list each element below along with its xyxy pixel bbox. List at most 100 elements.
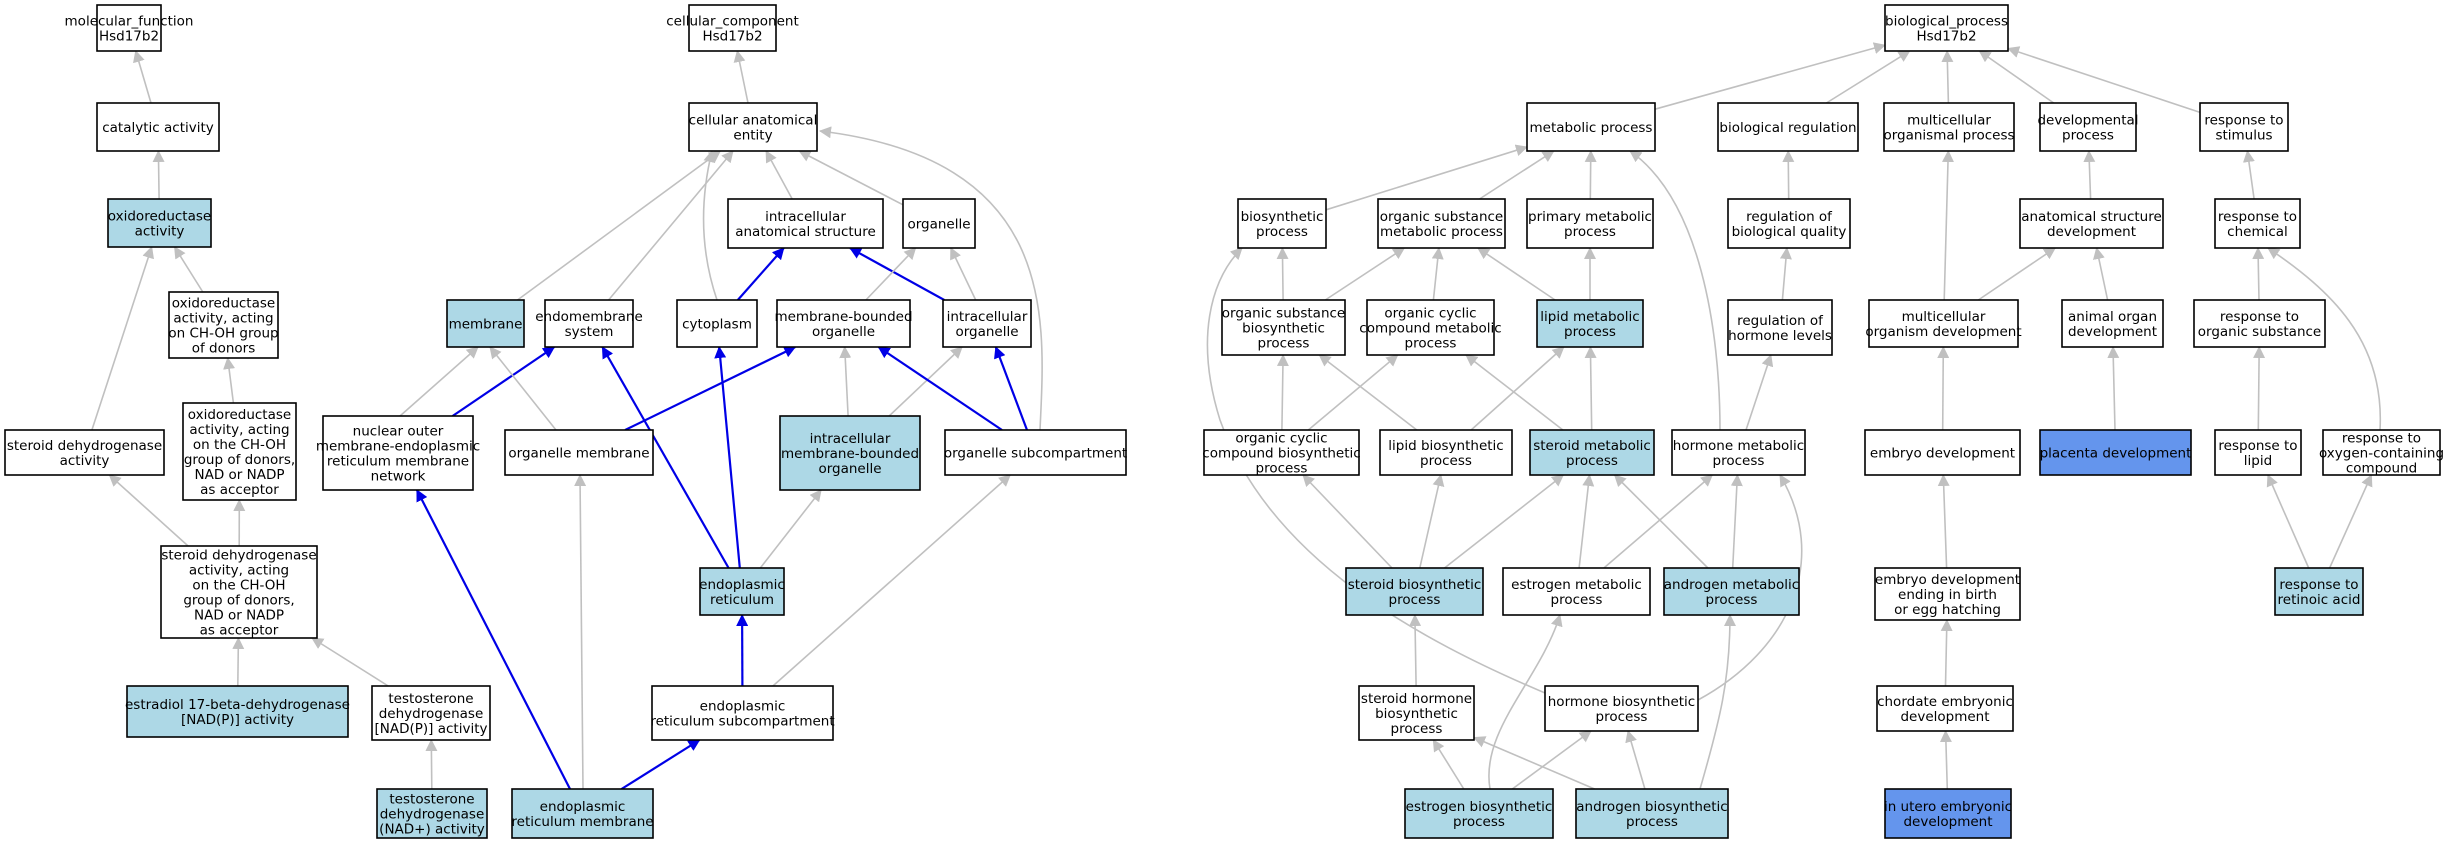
node-box [1366, 299, 1495, 356]
node-box [1203, 429, 1360, 476]
node-label-line: organic substance [1222, 306, 1345, 322]
edge-resp_retinoic-to-resp_oxy [2328, 474, 2373, 569]
node-cytoplasm[interactable]: cytoplasm [676, 299, 758, 348]
edge-steroid_met-to-occm [1465, 354, 1564, 431]
node-label-line: stimulus [2215, 128, 2272, 144]
node-box [1717, 102, 1859, 152]
node-label-line: testosterone [389, 792, 474, 808]
node-box [676, 299, 758, 348]
edge-testo_nadp-to-steroid_dh_nad [311, 637, 389, 687]
edge-estrogen_met-to-steroid_met [1578, 474, 1595, 569]
edge-bio_reg-to-bp_root [1825, 50, 1911, 104]
node-box [1884, 788, 2012, 839]
node-box [902, 198, 976, 249]
edge-organelle_sub-to-cae [819, 126, 1043, 431]
node-organelle-membrane[interactable]: organelle membrane [504, 429, 654, 476]
node-box [168, 291, 279, 359]
node-label-line: development [2068, 324, 2157, 340]
node-label-line: Hsd17b2 [99, 29, 159, 45]
edge-steroid_bio-to-occb [1302, 474, 1393, 569]
node-label-line: process [1564, 324, 1616, 340]
node-embryo-dev[interactable]: embryo development [1864, 429, 2021, 476]
node-box [126, 685, 349, 738]
edge-multi_org_dev-to-multi_org [1941, 150, 1954, 301]
node-label-line: organelle [955, 324, 1018, 340]
node-label-line: nuclear outer [353, 424, 444, 440]
node-estradiol[interactable]: estradiol 17-beta-dehydrogenase[NAD(P)] … [125, 685, 350, 738]
node-box [182, 402, 297, 501]
node-label-line: steroid biosynthetic [1348, 577, 1482, 593]
node-membrane[interactable]: membrane [446, 299, 525, 348]
node-label-line: system [565, 324, 614, 340]
edge-organelle_sub-to-mbo [877, 346, 1003, 431]
node-label-line: estradiol 17-beta-dehydrogenase [125, 697, 350, 713]
node-bio-reg[interactable]: biological regulation [1717, 102, 1859, 152]
node-catalytic[interactable]: catalytic activity [96, 102, 220, 152]
node-placenta-dev[interactable]: placenta development [2039, 429, 2192, 476]
node-label-line: process [1256, 224, 1308, 240]
node-organelle[interactable]: organelle [902, 198, 976, 249]
node-nuclear-outer[interactable]: nuclear outermembrane-endoplasmicreticul… [316, 415, 480, 491]
node-organelle-sub[interactable]: organelle subcompartment [944, 429, 1127, 476]
node-label-line: process [1596, 709, 1648, 725]
node-label-line: on the CH-OH [192, 578, 285, 594]
node-label-line: oxidoreductase [188, 407, 291, 423]
edge-osb-to-biosynthetic [1276, 247, 1289, 301]
node-label-line: intracellular [810, 431, 891, 447]
node-metabolic[interactable]: metabolic process [1526, 102, 1656, 152]
node-label-line: steroid dehydrogenase [161, 548, 316, 564]
